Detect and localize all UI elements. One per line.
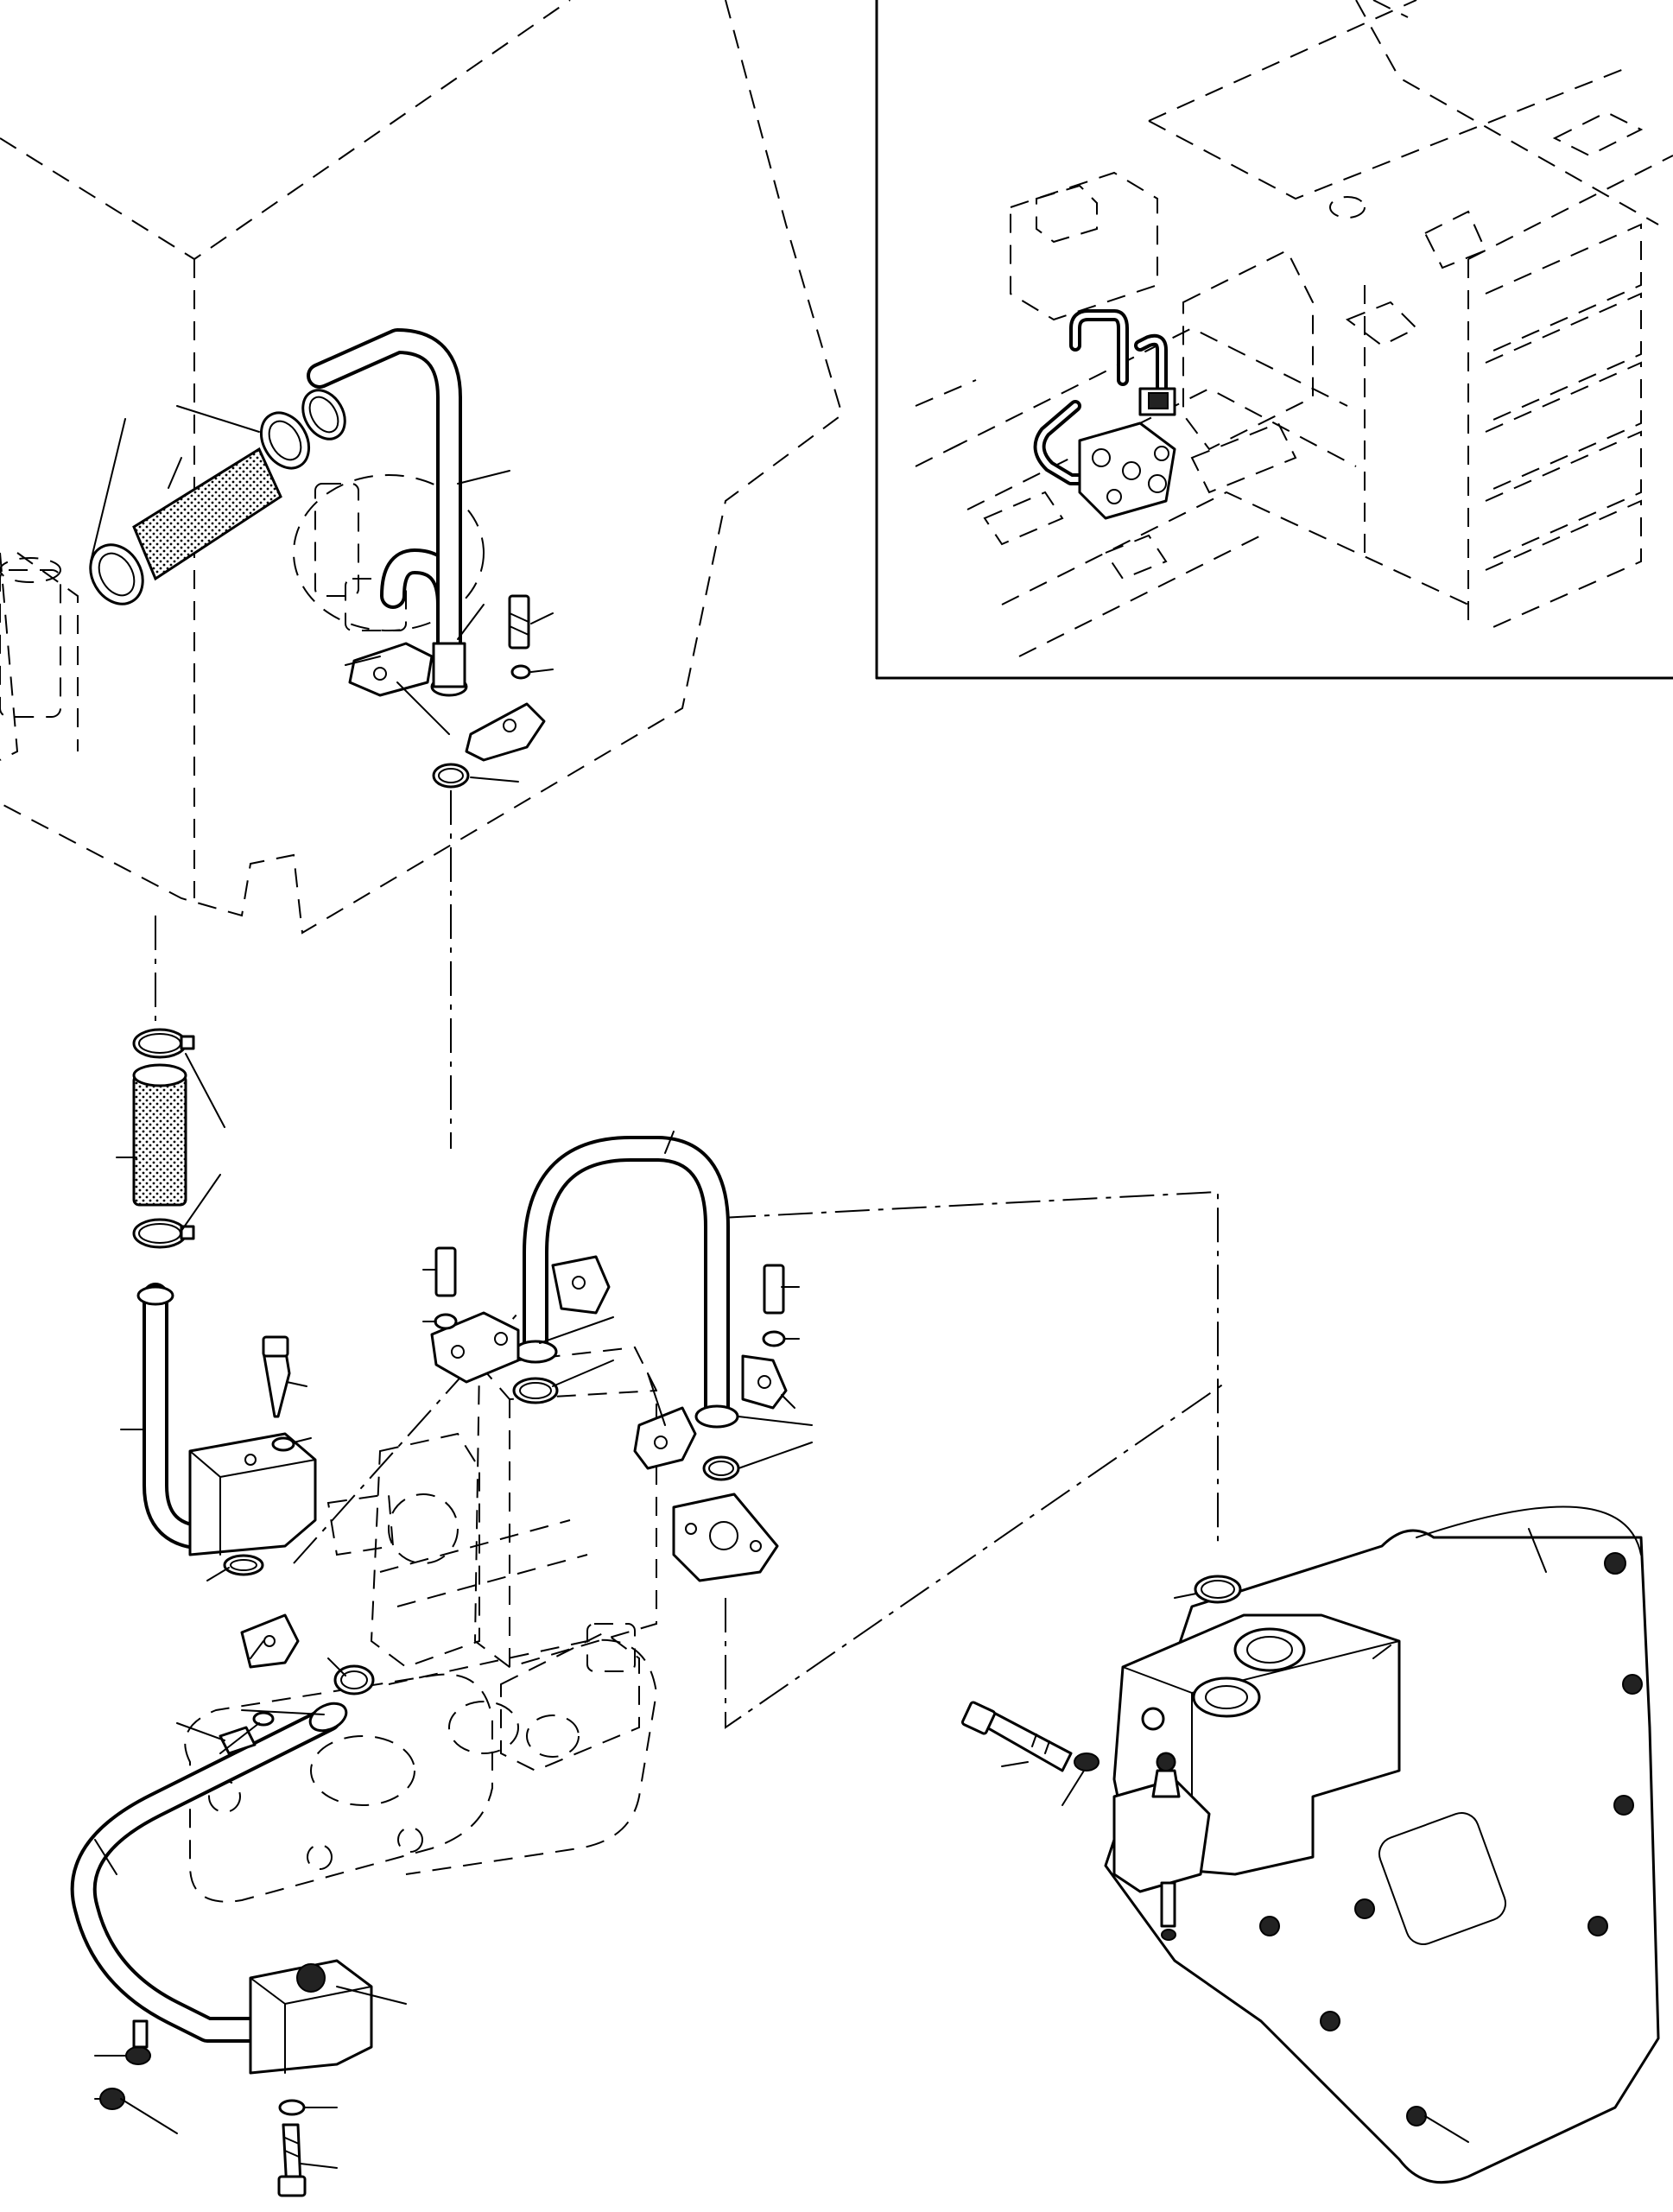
right-leaders: [1001, 1528, 1547, 2143]
u-bend-adapter-block: [672, 1493, 779, 1582]
lower-left-fittings: [99, 2019, 151, 2110]
lower-block-bolt: [277, 2123, 307, 2197]
u-bend-flange-left: [430, 1311, 520, 1384]
left-o-ring: [223, 1554, 264, 1576]
upper-pipe-assembly: [307, 328, 468, 697]
upper-flange-bolt: [508, 594, 530, 650]
u-bend-o-ring-left: [512, 1377, 559, 1404]
upper-lock-washer: [510, 664, 531, 680]
inset-locator-view: [875, 0, 1673, 680]
lower-o-ring: [333, 1664, 375, 1695]
lower-leaders: [94, 1640, 407, 2169]
middle-hose-clamp-top: [132, 1028, 195, 1059]
u-bend-flange-side: [741, 1354, 788, 1410]
u-bend-bolt-left: [434, 1246, 458, 1330]
upper-hose-clamp-1: [301, 389, 346, 440]
valve-o-ring: [1194, 1575, 1242, 1604]
upper-flange-half-left: [348, 642, 434, 697]
left-mounting-block: [188, 1432, 317, 1556]
lower-mounting-block: [249, 1959, 373, 2075]
upper-o-ring: [432, 763, 470, 789]
upper-flange-half-right: [465, 702, 546, 762]
lower-flange-half: [240, 1613, 300, 1669]
control-valve-block: [1112, 1613, 1401, 1941]
phantom-housing-outline: [0, 0, 844, 935]
left-block-washer: [271, 1436, 295, 1452]
assembly-center-lines: [155, 790, 1227, 1729]
upper-hose-clamp-2: [259, 411, 311, 470]
lower-return-pipe: [70, 1702, 348, 2043]
left-block-bolt: [262, 1335, 291, 1418]
u-bend-bolt-right: [762, 1264, 786, 1347]
middle-hose-clamp-bottom: [132, 1218, 195, 1249]
u-bend-leaders: [422, 1131, 813, 1469]
middle-rubber-hose: [132, 1063, 187, 1207]
u-bend-o-ring-right: [702, 1455, 740, 1481]
upper-rubber-hose: [132, 447, 282, 581]
valve-bolt-washer: [1074, 1752, 1099, 1772]
pump-assembly-phantom: [184, 1346, 658, 1903]
lower-block-washer: [278, 2099, 306, 2116]
upper-callout-leaders: [90, 405, 554, 783]
valve-mounting-bolt: [960, 1701, 1073, 1772]
u-bend-flange-right: [633, 1406, 697, 1470]
upper-hose-clamp-3: [89, 543, 144, 605]
left-middle-leaders: [116, 1053, 312, 1581]
